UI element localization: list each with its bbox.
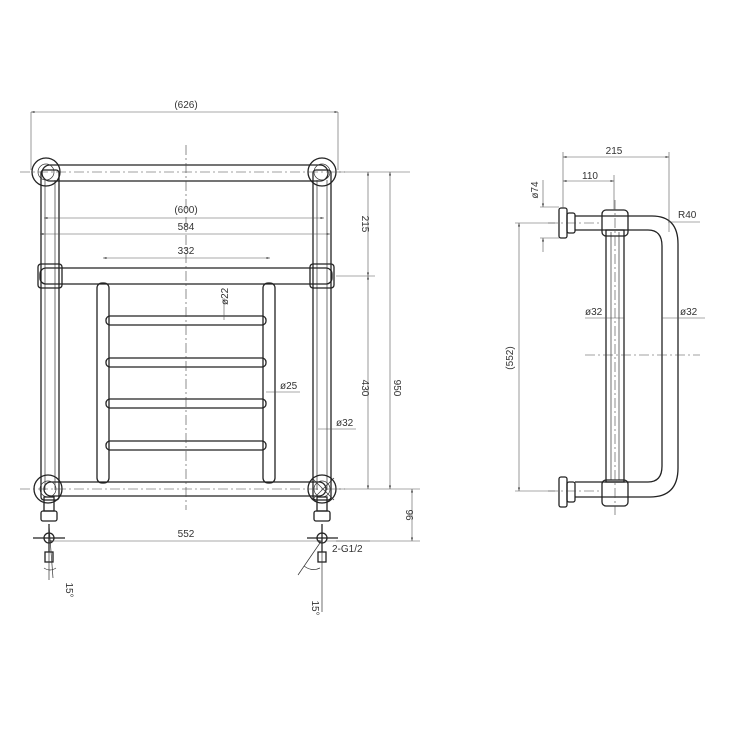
dim-ladder-width: 332 [178, 246, 195, 257]
dim-valve-drop: 96 [403, 509, 414, 521]
ladder-left-bar [96, 282, 110, 484]
dim-height-ref: (552) [505, 346, 516, 369]
dim-ladder-height: 430 [359, 380, 370, 397]
dim-bottom-centres: 552 [178, 529, 195, 540]
side-view: 215 110 ø74 R40 (552) ø32 ø32 [505, 146, 705, 515]
outer-pipe-bend [575, 215, 679, 498]
ladder-right-bar [262, 282, 276, 484]
label-upright-diameter: ø32 [336, 418, 354, 429]
label-bar-diameter-small: ø22 [220, 287, 231, 305]
dim-top-gap: 215 [359, 216, 370, 233]
dim-centres-width: (600) [174, 205, 197, 216]
front-view: (626) (600) 584 332 552 ø22 ø25 ø32 2-G1… [20, 100, 420, 616]
top-rail [41, 164, 329, 182]
dim-upright-span: 584 [178, 222, 195, 233]
front-pipe [605, 229, 625, 483]
label-connection: 2-G1/2 [332, 544, 363, 555]
dim-rosette-diameter: ø74 [530, 181, 541, 199]
label-valve-angle-left: 15° [63, 582, 74, 597]
dim-overall-height: 950 [391, 380, 402, 397]
dim-bend-radius: R40 [678, 210, 697, 221]
label-front-pipe-diameter: ø32 [585, 307, 603, 318]
dim-overall-width: (626) [174, 100, 197, 111]
left-upright [40, 169, 60, 501]
dim-wall-offset: 110 [582, 171, 598, 182]
label-bar-diameter-mid: ø25 [280, 381, 298, 392]
dim-total-depth: 215 [606, 146, 623, 157]
wall-rosette-bottom [558, 476, 568, 508]
label-rear-pipe-diameter: ø32 [680, 307, 698, 318]
right-upright [312, 169, 332, 501]
label-valve-angle-right: 15° [309, 600, 320, 615]
